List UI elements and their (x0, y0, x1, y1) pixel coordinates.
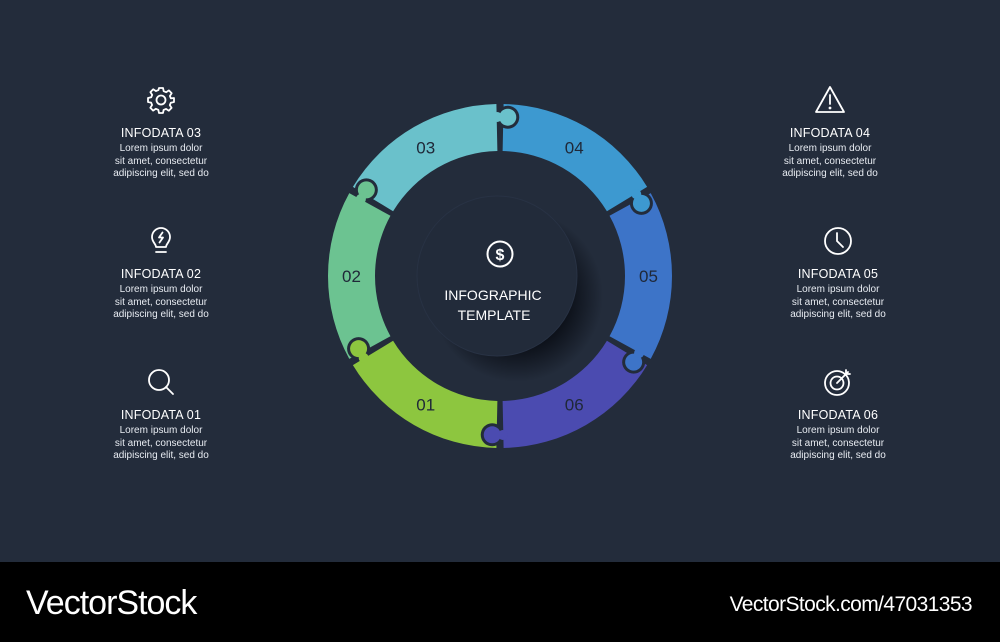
segment-number: 06 (565, 396, 584, 415)
dollar-circle-icon: $ (486, 240, 514, 268)
segment-number: 02 (342, 267, 361, 286)
puzzle-knob-neck (497, 429, 508, 440)
info-block-03: INFODATA 03 Lorem ipsum dolor sit amet, … (71, 84, 251, 181)
center-title-line2: TEMPLATE (458, 307, 531, 323)
info-block-05: INFODATA 05 Lorem ipsum dolor sit amet, … (748, 225, 928, 322)
info-block-02: INFODATA 02 Lorem ipsum dolor sit amet, … (71, 225, 251, 322)
info-description: Lorem ipsum dolor sit amet, consectetur … (113, 284, 209, 320)
ring-segment-03 (352, 104, 498, 212)
info-block-01: INFODATA 01 Lorem ipsum dolor sit amet, … (71, 366, 251, 463)
image-reference: VectorStock.com/47031353 (729, 593, 973, 616)
puzzle-knob-neck (492, 112, 503, 123)
ring-segment-04 (502, 104, 648, 212)
info-title: INFODATA 06 (797, 408, 879, 422)
gear-icon (147, 87, 175, 114)
lightbulb-icon (151, 227, 171, 253)
search-icon (148, 369, 174, 395)
info-title: INFODATA 03 (120, 126, 202, 140)
puzzle-knob-neck (355, 193, 366, 204)
target-icon (824, 369, 851, 396)
info-title: INFODATA 05 (797, 267, 879, 281)
info-title: INFODATA 01 (120, 408, 202, 422)
ring-segment-06 (502, 340, 648, 448)
ring-segment-01 (352, 340, 498, 448)
segment-number: 04 (565, 138, 584, 157)
segment-number: 03 (416, 138, 435, 157)
puzzle-knob (483, 426, 501, 444)
info-description: Lorem ipsum dolor sit amet, consectetur … (790, 425, 886, 461)
watermark-footer: VectorStock VectorStock.com/47031353 (0, 562, 1000, 642)
info-description: Lorem ipsum dolor sit amet, consectetur … (113, 425, 209, 461)
ring-segment-05 (609, 193, 673, 359)
center-disc (416, 195, 578, 357)
info-block-06: INFODATA 06 Lorem ipsum dolor sit amet, … (748, 366, 928, 463)
puzzle-knob (499, 108, 517, 126)
infographic-canvas: 01 02 03 04 05 06 $ INFOGRAPHIC TEMPLATE INFO… (71, 84, 928, 463)
puzzle-knob (350, 340, 368, 358)
warning-icon (815, 86, 845, 113)
segment-number: 01 (416, 396, 435, 415)
puzzle-knob-neck (634, 348, 645, 359)
svg-text:$: $ (496, 247, 505, 264)
info-title: INFODATA 02 (120, 267, 202, 281)
brand-logo: VectorStock (26, 584, 197, 622)
info-description: Lorem ipsum dolor sit amet, consectetur … (782, 143, 878, 179)
info-description: Lorem ipsum dolor sit amet, consectetur … (790, 284, 886, 320)
puzzle-knob-neck (631, 189, 642, 200)
puzzle-knob (632, 194, 650, 212)
ring-segment-02 (327, 193, 391, 359)
clock-icon (824, 227, 852, 255)
puzzle-ring-diagram: 01 02 03 04 05 06 $ INFOGRAPHIC TEMPLATE (327, 104, 673, 448)
segment-number: 05 (639, 267, 658, 286)
center-title-line1: INFOGRAPHIC (444, 287, 541, 303)
puzzle-knob-neck (358, 352, 369, 363)
info-title: INFODATA 04 (789, 126, 871, 140)
info-description: Lorem ipsum dolor sit amet, consectetur … (113, 143, 209, 179)
info-block-04: INFODATA 04 Lorem ipsum dolor sit amet, … (740, 84, 920, 181)
